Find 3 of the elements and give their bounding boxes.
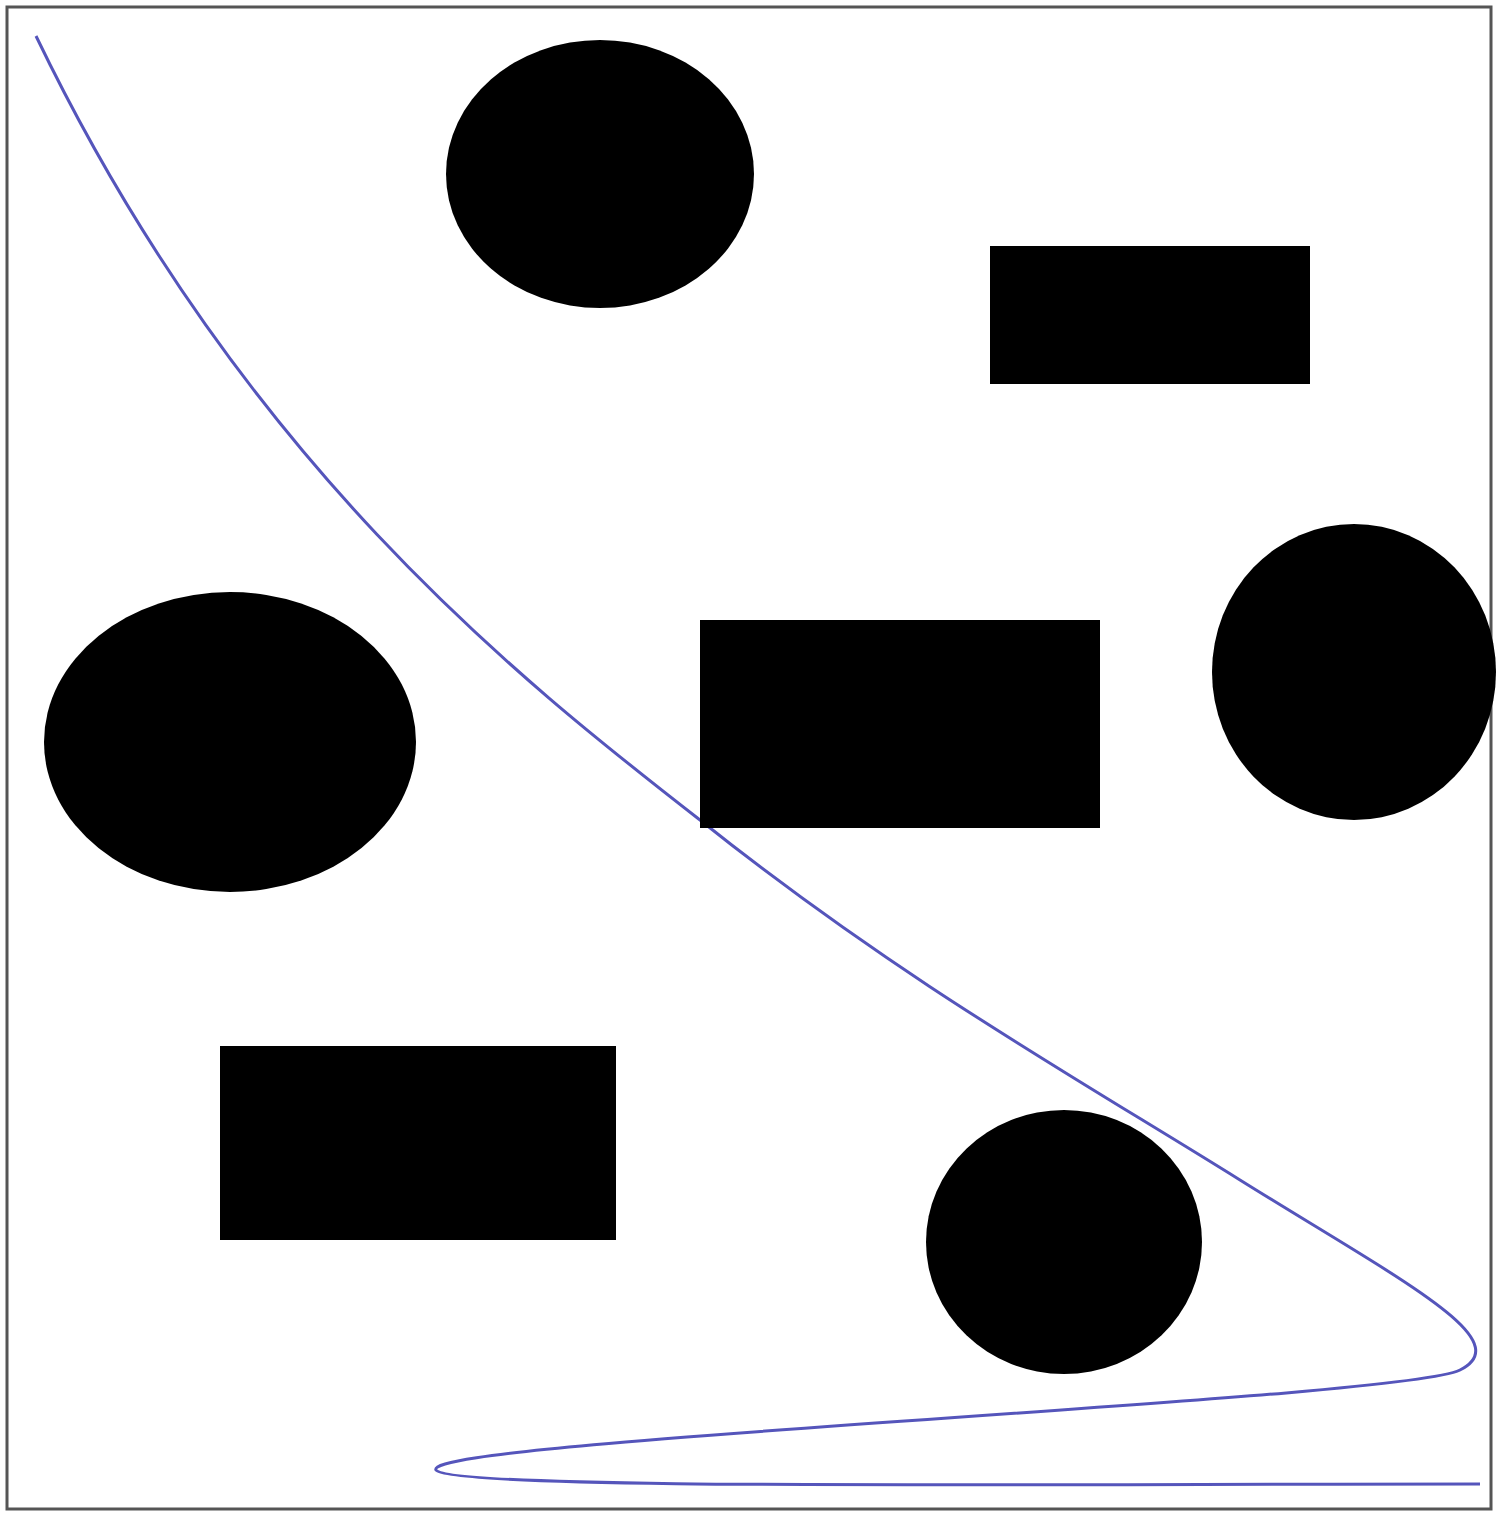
filled-rectangle [990,246,1310,384]
filled-rectangle [220,1046,616,1240]
filled-rectangle [700,620,1100,828]
